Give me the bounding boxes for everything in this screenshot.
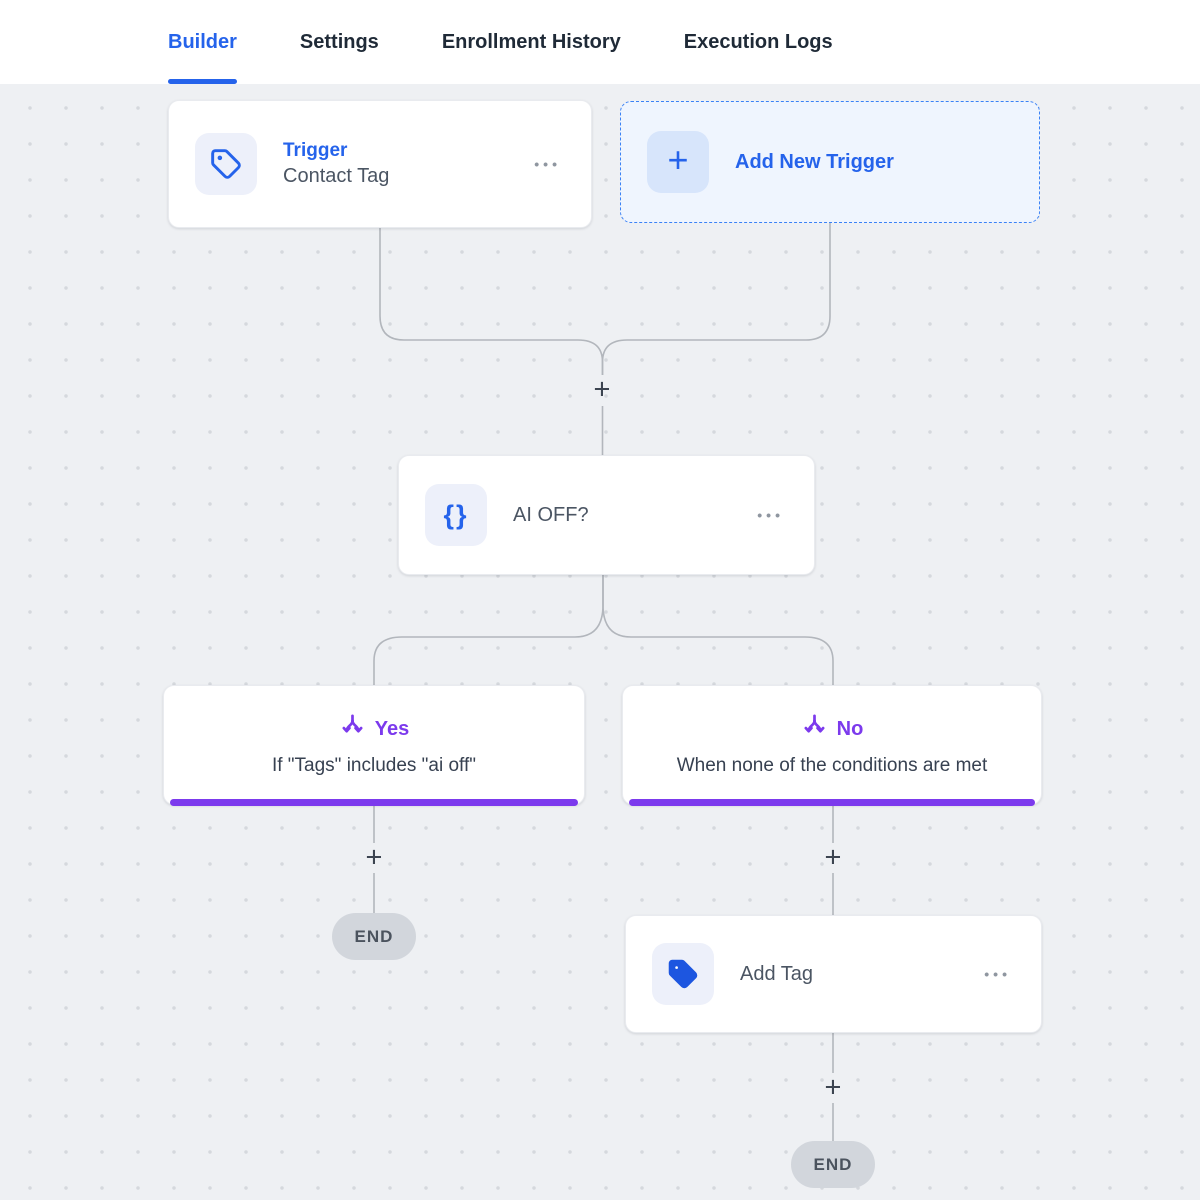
branch-yes-condition-text: If "Tags" includes "ai off" (271, 755, 477, 776)
tag-filled-icon (652, 943, 714, 1005)
add-step-button-top[interactable]: + (593, 373, 611, 406)
end-node-yes: END (332, 913, 416, 960)
add-step-button-no[interactable]: + (824, 841, 842, 874)
branch-yes-node[interactable]: Yes If "Tags" includes "ai off" (163, 685, 585, 806)
add-step-button-yes[interactable]: + (365, 841, 383, 874)
branch-no-node[interactable]: No When none of the conditions are met (622, 685, 1042, 806)
trigger-node-title: Trigger (283, 140, 348, 161)
braces-icon: {} (425, 484, 487, 546)
workflow-canvas[interactable]: Trigger Contact Tag ••• + Add New Trigge… (0, 84, 1200, 1200)
branch-no-title: No (836, 717, 864, 740)
trigger-node[interactable]: Trigger Contact Tag ••• (168, 100, 592, 228)
top-tab-bar: Builder Settings Enrollment History Exec… (0, 0, 1200, 84)
end-node-no: END (791, 1141, 875, 1188)
add-tag-node-label: Add Tag (740, 962, 814, 985)
branch-yes-title: Yes (374, 717, 410, 740)
condition-more-options-button[interactable]: ••• (757, 507, 784, 523)
tag-outline-icon (195, 133, 257, 195)
trigger-node-subtitle: Contact Tag (283, 165, 390, 187)
tab-builder[interactable]: Builder (168, 0, 237, 84)
tab-execution-logs[interactable]: Execution Logs (683, 30, 833, 53)
add-new-trigger-label: Add New Trigger (735, 150, 894, 173)
split-branch-icon (801, 713, 828, 745)
add-tag-more-options-button[interactable]: ••• (984, 966, 1011, 982)
split-branch-icon (339, 713, 366, 745)
add-new-trigger-button[interactable]: + Add New Trigger (620, 101, 1040, 223)
trigger-more-options-button[interactable]: ••• (534, 156, 561, 172)
condition-node-ai-off[interactable]: {} AI OFF? ••• (398, 455, 815, 575)
condition-node-label: AI OFF? (513, 503, 589, 526)
add-tag-action-node[interactable]: Add Tag ••• (625, 915, 1042, 1033)
branch-no-condition-text: When none of the conditions are met (676, 755, 988, 776)
plus-icon: + (647, 131, 709, 193)
tab-settings[interactable]: Settings (299, 30, 379, 53)
add-step-button-after-add-tag[interactable]: + (824, 1071, 842, 1104)
tab-enrollment-history[interactable]: Enrollment History (441, 30, 621, 53)
